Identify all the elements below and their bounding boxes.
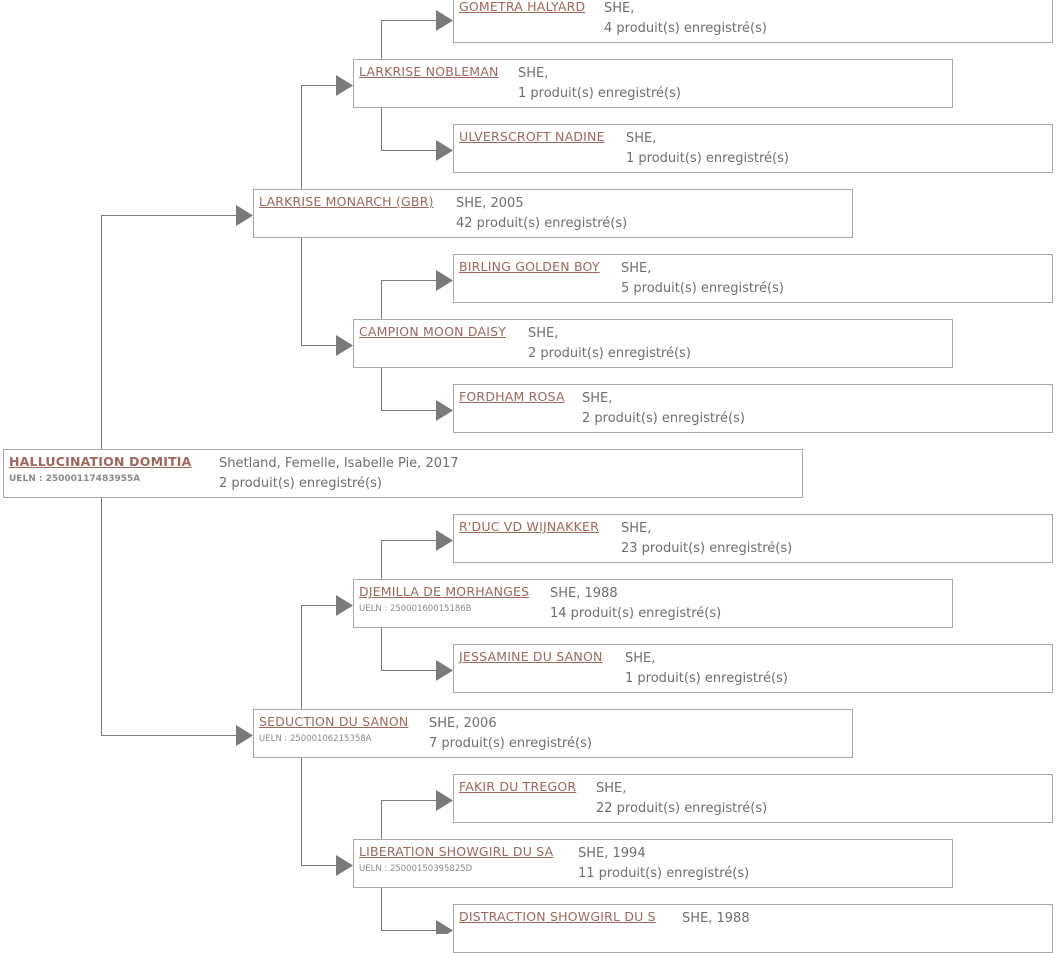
horse-ueln: UELN : 25000150395825D [359,864,473,874]
horse-details: SHE, [582,391,613,406]
horse-info: SHE, 23 produit(s) enregistré(s) [621,519,792,558]
horse-produits: 2 produit(s) enregistré(s) [528,345,691,361]
horse-name-link[interactable]: SEDUCTION DU SANON [259,714,409,729]
horse-name-link[interactable]: FORDHAM ROSA [459,389,565,404]
horse-produits: 7 produit(s) enregistré(s) [429,735,592,751]
root-horse-info: Shetland, Femelle, Isabelle Pie, 2017 2 … [219,454,459,493]
horse-info: SHE, 1988 14 produit(s) enregistré(s) [550,584,721,623]
horse-card-sire-sire-dam: ULVERSCROFT NADINE SHE, 1 produit(s) enr… [453,124,1053,173]
horse-details: SHE, [625,651,656,666]
horse-name-link[interactable]: DJEMILLA DE MORHANGES [359,584,530,599]
horse-details: SHE, [596,781,627,796]
horse-card-dam-sire-dam: JESSAMINE DU SANON SHE, 1 produit(s) enr… [453,644,1053,693]
horse-info: SHE, 2 produit(s) enregistré(s) [528,324,691,363]
horse-card-dam-sire-sire: R'DUC VD WIJNAKKER SHE, 23 produit(s) en… [453,514,1053,563]
horse-info: SHE, 1994 11 produit(s) enregistré(s) [578,844,749,883]
horse-card-sire-dam-sire: BIRLING GOLDEN BOY SHE, 5 produit(s) enr… [453,254,1053,303]
horse-info: SHE, 4 produit(s) enregistré(s) [604,0,767,38]
horse-card-dam-dam: LIBERATION SHOWGIRL DU SA UELN : 2500015… [353,839,953,888]
horse-info: SHE, 1 produit(s) enregistré(s) [518,64,681,103]
horse-card-dam-dam-sire: FAKIR DU TREGOR SHE, 22 produit(s) enreg… [453,774,1053,823]
horse-details: SHE, 2006 [429,716,497,731]
horse-info: SHE, 1 produit(s) enregistré(s) [626,129,789,168]
horse-info: SHE, 2006 7 produit(s) enregistré(s) [429,714,592,753]
horse-details: SHE, [626,131,657,146]
horse-card-root: HALLUCINATION DOMITIA UELN : 25000117483… [3,449,803,498]
root-horse-details: Shetland, Femelle, Isabelle Pie, 2017 [219,456,459,471]
horse-details: SHE, [528,326,559,341]
horse-name-link[interactable]: JESSAMINE DU SANON [459,649,603,664]
horse-info: SHE, 1 produit(s) enregistré(s) [625,649,788,688]
horse-name-link[interactable]: LARKRISE NOBLEMAN [359,64,499,79]
horse-produits: 1 produit(s) enregistré(s) [625,670,788,686]
horse-produits: 11 produit(s) enregistré(s) [578,865,750,881]
horse-name-link[interactable]: DISTRACTION SHOWGIRL DU S [459,909,656,924]
horse-name-link[interactable]: CAMPION MOON DAISY [359,324,507,339]
horse-details: SHE, 1994 [578,846,646,861]
horse-details: SHE, [604,1,635,16]
horse-info: SHE, 2 produit(s) enregistré(s) [582,389,745,428]
horse-card-sire-dam-dam: FORDHAM ROSA SHE, 2 produit(s) enregistr… [453,384,1053,433]
horse-details: SHE, [518,66,549,81]
horse-details: SHE, 1988 [682,911,750,926]
horse-produits: 1 produit(s) enregistré(s) [518,85,681,101]
horse-name-link[interactable]: LARKRISE MONARCH (GBR) [259,194,434,209]
horse-produits: 5 produit(s) enregistré(s) [621,280,784,296]
horse-card-sire-dam: CAMPION MOON DAISY SHE, 2 produit(s) enr… [353,319,953,368]
horse-ueln: UELN : 25000106215358A [259,734,372,744]
horse-produits: 42 produit(s) enregistré(s) [456,215,628,231]
horse-card-sire-sire-sire: GOMETRA HALYARD SHE, 4 produit(s) enregi… [453,0,1053,43]
horse-name-link[interactable]: R'DUC VD WIJNAKKER [459,519,599,534]
horse-details: SHE, [621,521,652,536]
root-horse-produits: 2 produit(s) enregistré(s) [219,475,382,491]
horse-details: SHE, 2005 [456,196,524,211]
horse-produits: 2 produit(s) enregistré(s) [582,410,745,426]
horse-name-link[interactable]: FAKIR DU TREGOR [459,779,577,794]
horse-details: SHE, [621,261,652,276]
horse-card-dam-sire: DJEMILLA DE MORHANGES UELN : 25000160015… [353,579,953,628]
horse-name-link[interactable]: ULVERSCROFT NADINE [459,129,605,144]
horse-produits: 4 produit(s) enregistré(s) [604,20,767,36]
root-horse-name-link[interactable]: HALLUCINATION DOMITIA [9,454,192,469]
horse-ueln: UELN : 25000160015186B [359,604,472,614]
horse-info: SHE, 5 produit(s) enregistré(s) [621,259,784,298]
horse-name-link[interactable]: LIBERATION SHOWGIRL DU SA [359,844,554,859]
horse-info: SHE, 22 produit(s) enregistré(s) [596,779,767,818]
horse-name-link[interactable]: GOMETRA HALYARD [459,0,586,14]
horse-card-sire: LARKRISE MONARCH (GBR) SHE, 2005 42 prod… [253,189,853,238]
horse-card-dam-dam-dam: DISTRACTION SHOWGIRL DU S SHE, 1988 [453,904,1053,953]
horse-produits: 22 produit(s) enregistré(s) [596,800,768,816]
horse-info: SHE, 1988 [682,909,750,929]
horse-card-sire-sire: LARKRISE NOBLEMAN SHE, 1 produit(s) enre… [353,59,953,108]
horse-produits: 14 produit(s) enregistré(s) [550,605,722,621]
horse-info: SHE, 2005 42 produit(s) enregistré(s) [456,194,627,233]
horse-name-link[interactable]: BIRLING GOLDEN BOY [459,259,600,274]
horse-card-dam: SEDUCTION DU SANON UELN : 25000106215358… [253,709,853,758]
root-horse-ueln: UELN : 25000117483955A [9,474,141,484]
horse-produits: 1 produit(s) enregistré(s) [626,150,789,166]
horse-details: SHE, 1988 [550,586,618,601]
horse-produits: 23 produit(s) enregistré(s) [621,540,793,556]
